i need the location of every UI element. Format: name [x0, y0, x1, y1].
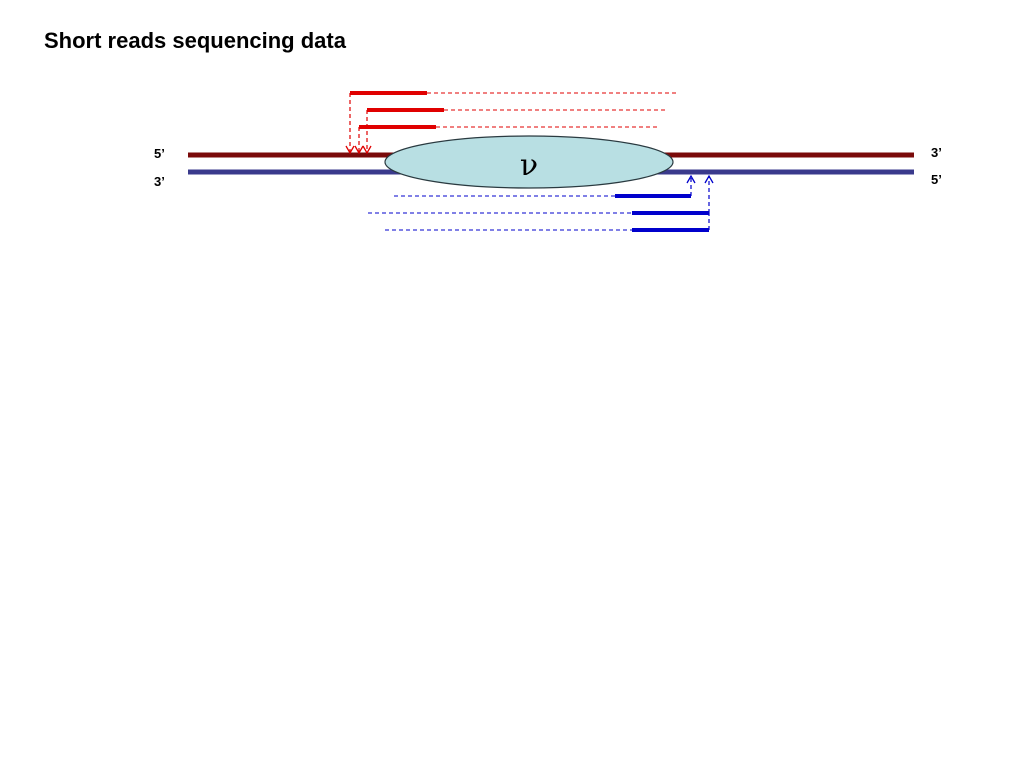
reverse-reads	[368, 174, 714, 232]
reverse-read-2-arrow-icon	[704, 174, 714, 184]
reverse-read-1-arrow-icon	[686, 174, 696, 184]
top-strand-left-label: 5’	[154, 146, 165, 161]
variant-region-ellipse	[384, 135, 674, 189]
forward-read-3-arrow-icon	[354, 145, 364, 155]
forward-read-2-arrow-icon	[362, 145, 372, 155]
bottom-strand-right-label: 5’	[931, 172, 942, 187]
top-strand-right-label: 3’	[931, 145, 942, 160]
forward-read-1-arrow-icon	[345, 145, 355, 155]
bottom-strand-left-label: 3’	[154, 174, 165, 189]
forward-reads	[345, 91, 676, 155]
slide-title: Short reads sequencing data	[44, 28, 347, 53]
variant-region-label: ν	[520, 148, 538, 183]
